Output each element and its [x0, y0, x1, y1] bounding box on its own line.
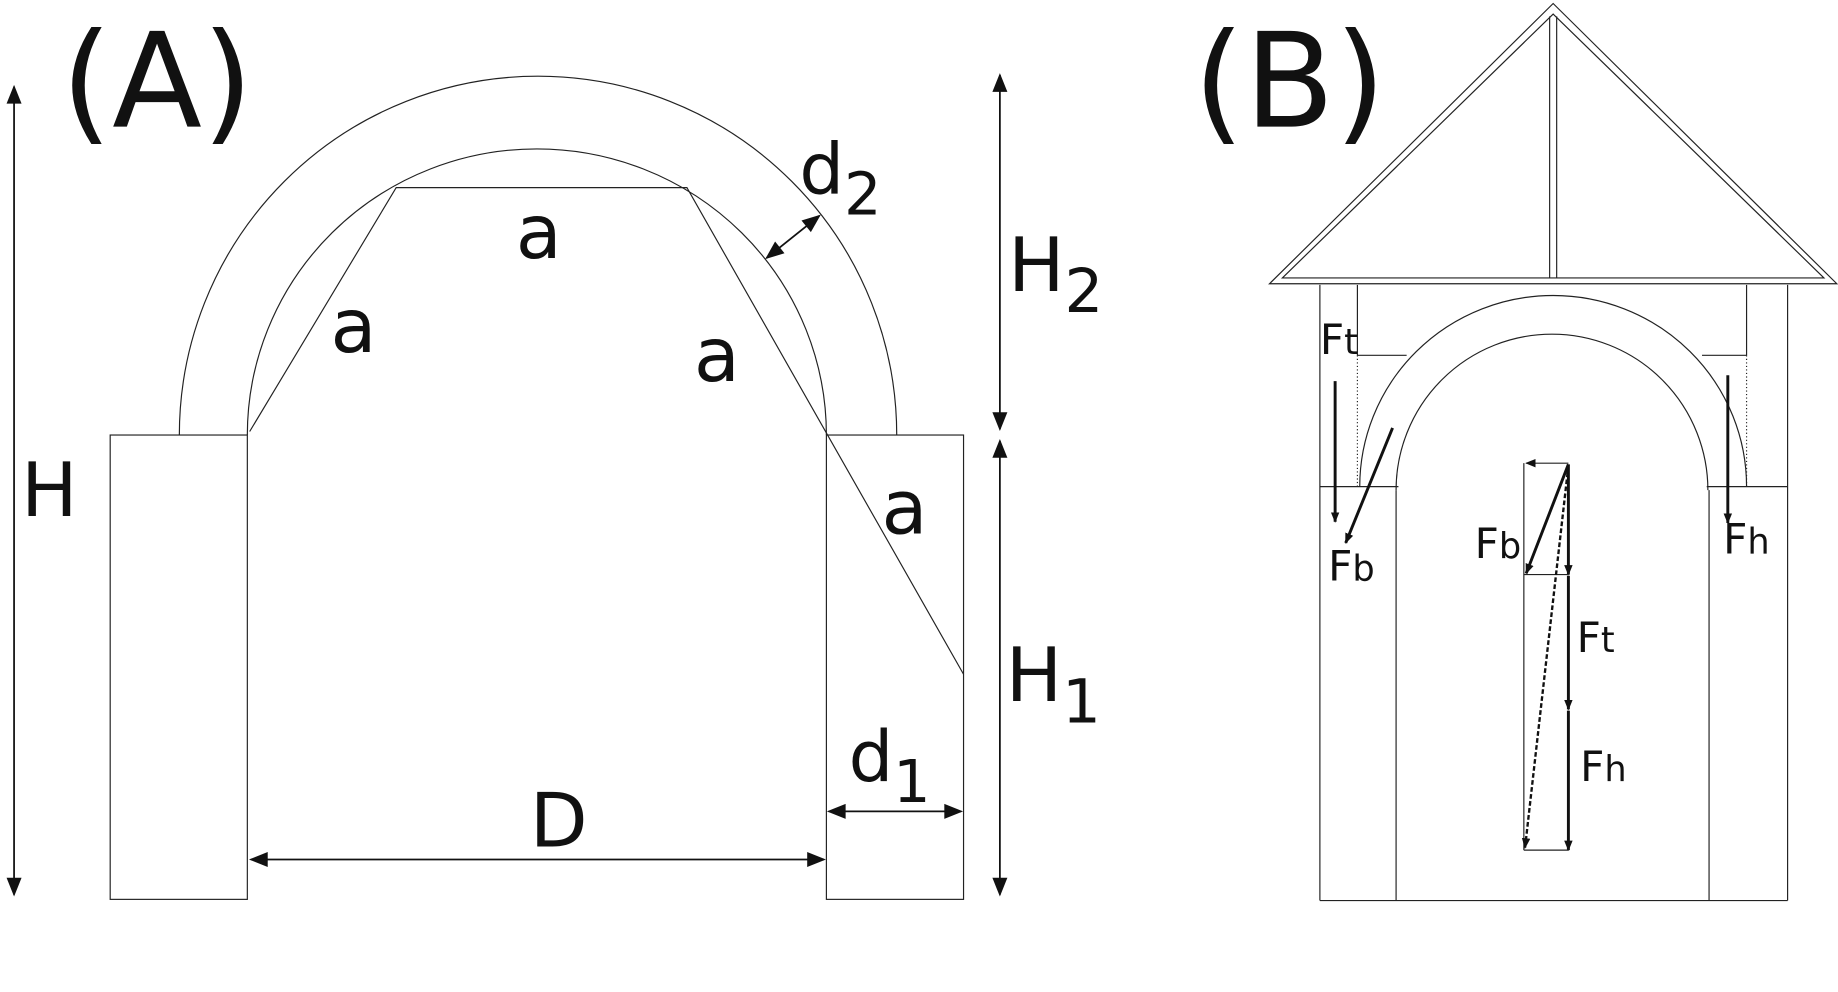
- segment-label-top: a: [516, 188, 562, 276]
- tower-inner-arch: [1395, 333, 1709, 491]
- left-fb-label: Fb: [1328, 541, 1375, 590]
- left-pier: [109, 434, 248, 900]
- h-label: H: [21, 446, 77, 534]
- d2-dimension-arrow: [765, 214, 821, 260]
- left-ft-label: Ft: [1320, 315, 1358, 364]
- panel-a-label: (A): [61, 5, 253, 158]
- vec-fb-arrow: [1524, 463, 1570, 575]
- thrust-polygon: [249, 187, 965, 675]
- segment-label-pier: a: [881, 464, 927, 552]
- roof-outer: [1268, 2, 1838, 285]
- h2-label: H2: [1008, 221, 1103, 327]
- panel-b-label: (B): [1193, 5, 1385, 158]
- d2-label: d2: [799, 128, 881, 228]
- vec-fb-label: Fb: [1475, 519, 1522, 568]
- left-fb-arrow: [1344, 427, 1394, 544]
- vec-fh-label: Fh: [1580, 742, 1627, 791]
- d1-label: d1: [849, 716, 931, 816]
- segment-label-left: a: [331, 282, 377, 370]
- right-fh-label: Fh: [1723, 514, 1770, 563]
- segment-label-right: a: [694, 311, 740, 399]
- tower-outer-arch: [1359, 294, 1748, 487]
- roof-inner: [1280, 13, 1826, 279]
- outer-arch: [178, 75, 898, 436]
- right-pier: [825, 434, 965, 900]
- h1-label: H1: [1006, 631, 1101, 737]
- vec-resultant-arrow: [1521, 465, 1570, 849]
- panel-a: (A) H a a a a d2 H2 H1 D d1: [6, 5, 1103, 900]
- vec-ft-label: Ft: [1577, 613, 1615, 662]
- panel-b: (B) Ft Fb Fh Fb: [1193, 2, 1838, 902]
- d-label: D: [530, 777, 588, 865]
- inner-arch: [246, 148, 827, 436]
